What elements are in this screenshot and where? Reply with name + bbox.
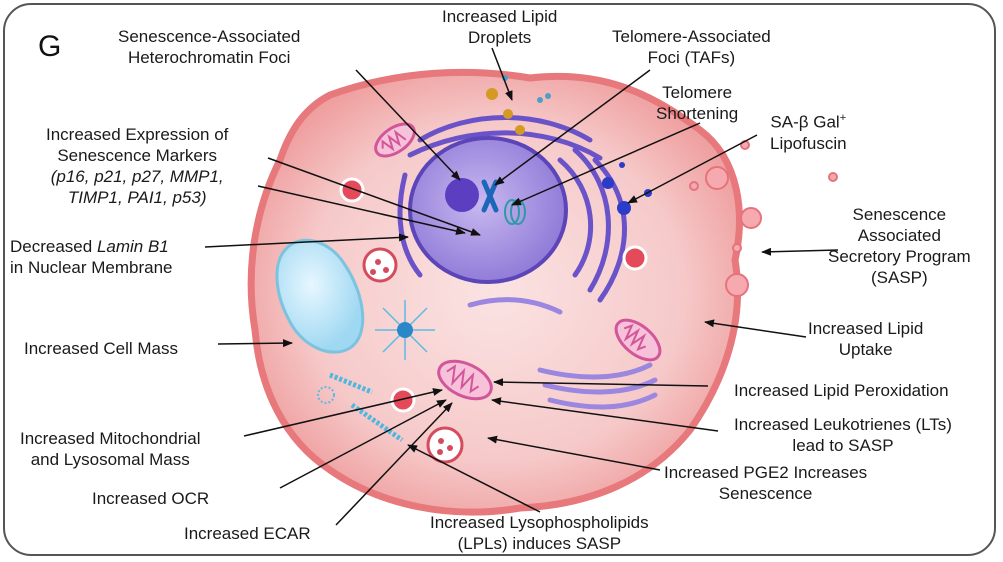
label-lamin-b1: Decreased Lamin B1 in Nuclear Membrane	[10, 237, 173, 277]
vacuole	[275, 238, 365, 354]
label-leukotrienes: Increased Leukotrienes (LTs)lead to SASP	[734, 415, 952, 455]
small-vesicle	[317, 386, 335, 404]
centrosome	[375, 300, 435, 360]
vesicle	[339, 177, 365, 203]
cell-membrane	[247, 68, 743, 516]
panel-letter: G	[38, 30, 62, 63]
label-lipid-peroxidation: Increased Lipid Peroxidation	[734, 381, 949, 400]
lysosome-bottom	[426, 426, 464, 464]
golgi-apparatus	[467, 297, 658, 410]
nucleus	[408, 136, 568, 284]
label-ocr: Increased OCR	[92, 489, 210, 508]
label-sa-beta-gal: SA-β Gal+ Lipofuscin	[770, 112, 847, 153]
label-cell-mass: Increased Cell Mass	[24, 339, 179, 358]
cytoskeleton-fibers	[329, 372, 404, 443]
mitochondrion-right	[614, 318, 662, 362]
label-senescence-markers: Increased Expression of Senescence Marke…	[46, 125, 229, 207]
label-lysophospholipids: Increased Lysophospholipids(LPLs) induce…	[430, 513, 649, 553]
lysosome-left	[362, 247, 398, 283]
chromosome	[481, 179, 499, 213]
label-ecar: Increased ECAR	[184, 524, 311, 543]
vesicle	[622, 245, 648, 271]
annotation-arrows	[204, 47, 839, 526]
vesicle	[390, 387, 416, 413]
heterochromatin-focus	[445, 178, 479, 212]
mitochondrion-center	[437, 359, 493, 401]
sasp-vesicles	[689, 140, 838, 297]
mitochondrion-top	[374, 122, 416, 158]
